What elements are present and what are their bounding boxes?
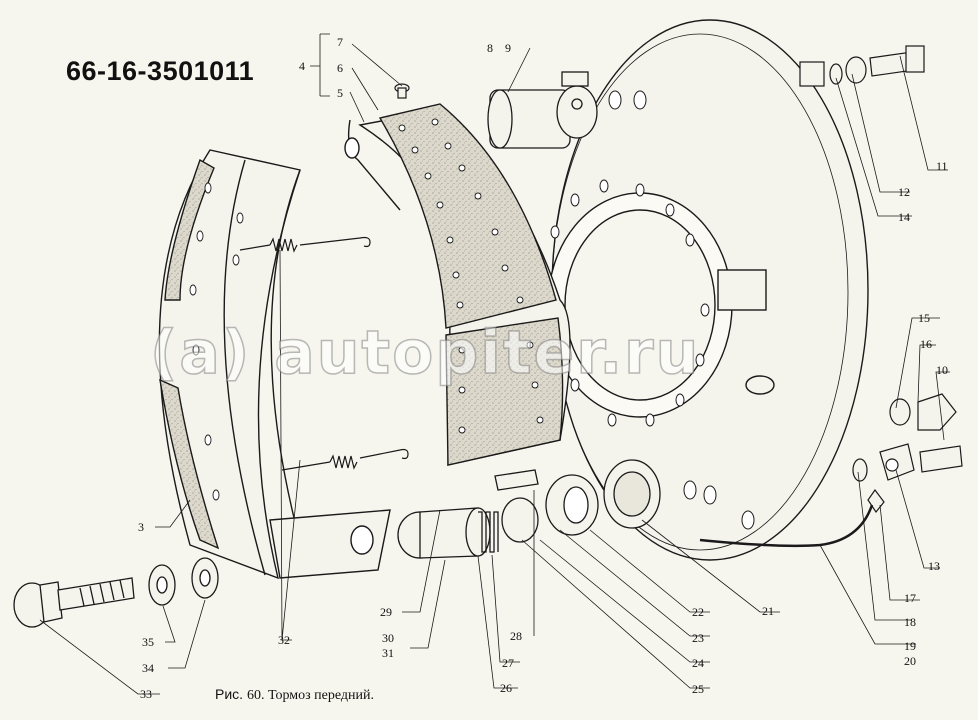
callout-21: 21 <box>762 604 774 618</box>
upper-wheel-cylinder <box>487 71 598 149</box>
callout-5: 5 <box>337 86 343 100</box>
callout-33: 33 <box>140 687 152 701</box>
callout-7: 7 <box>337 35 343 49</box>
callout-14: 14 <box>898 210 910 224</box>
bolt-washers <box>148 557 219 606</box>
callout-28: 28 <box>510 629 522 643</box>
callout-6: 6 <box>337 61 343 75</box>
caption-text: 60. Тормоз передний. <box>246 688 374 703</box>
small-pin <box>394 83 410 99</box>
callout-24: 24 <box>692 656 704 670</box>
callout-27: 27 <box>502 656 514 670</box>
right-fittings <box>799 45 963 514</box>
inner-brake-shoe <box>344 103 571 466</box>
backing-plate <box>547 19 869 561</box>
callout-13: 13 <box>928 559 940 573</box>
inner-shoe-rivets <box>398 118 544 434</box>
callout-23: 23 <box>692 631 704 645</box>
callout-26: 26 <box>500 681 512 695</box>
figure-caption: Рис. 60. Тормоз передний. <box>215 686 374 704</box>
callout-22: 22 <box>692 605 704 619</box>
callout-32: 32 <box>278 633 290 647</box>
callout-30: 30 <box>382 631 394 645</box>
leader-lines <box>39 33 950 695</box>
callout-31: 31 <box>382 646 394 660</box>
part-number-title: 66-16-3501011 <box>66 56 255 86</box>
outer-brake-shoe <box>158 149 391 580</box>
callout-35: 35 <box>142 635 154 649</box>
lower-wheel-cylinder-parts <box>397 459 661 559</box>
callout-12: 12 <box>898 185 910 199</box>
callout-11: 11 <box>936 159 948 173</box>
callout-20: 20 <box>904 654 916 668</box>
return-springs <box>239 236 409 471</box>
callout-25: 25 <box>692 682 704 696</box>
callout-9: 9 <box>505 41 511 55</box>
callout-29: 29 <box>380 605 392 619</box>
callout-17: 17 <box>904 591 916 605</box>
callout-18: 18 <box>904 615 916 629</box>
brake-hose <box>699 504 874 548</box>
callout-10: 10 <box>936 363 948 377</box>
callout-8: 8 <box>487 41 493 55</box>
callout-16: 16 <box>920 337 932 351</box>
mounting-bolt <box>13 577 135 628</box>
callout-15: 15 <box>918 311 930 325</box>
outer-shoe-rivets <box>189 182 244 501</box>
callout-19: 19 <box>904 639 916 653</box>
callout-34: 34 <box>142 661 154 675</box>
caption-prefix: Рис. <box>215 686 244 702</box>
callout-4: 4 <box>299 59 305 73</box>
callout-3: 3 <box>138 520 144 534</box>
